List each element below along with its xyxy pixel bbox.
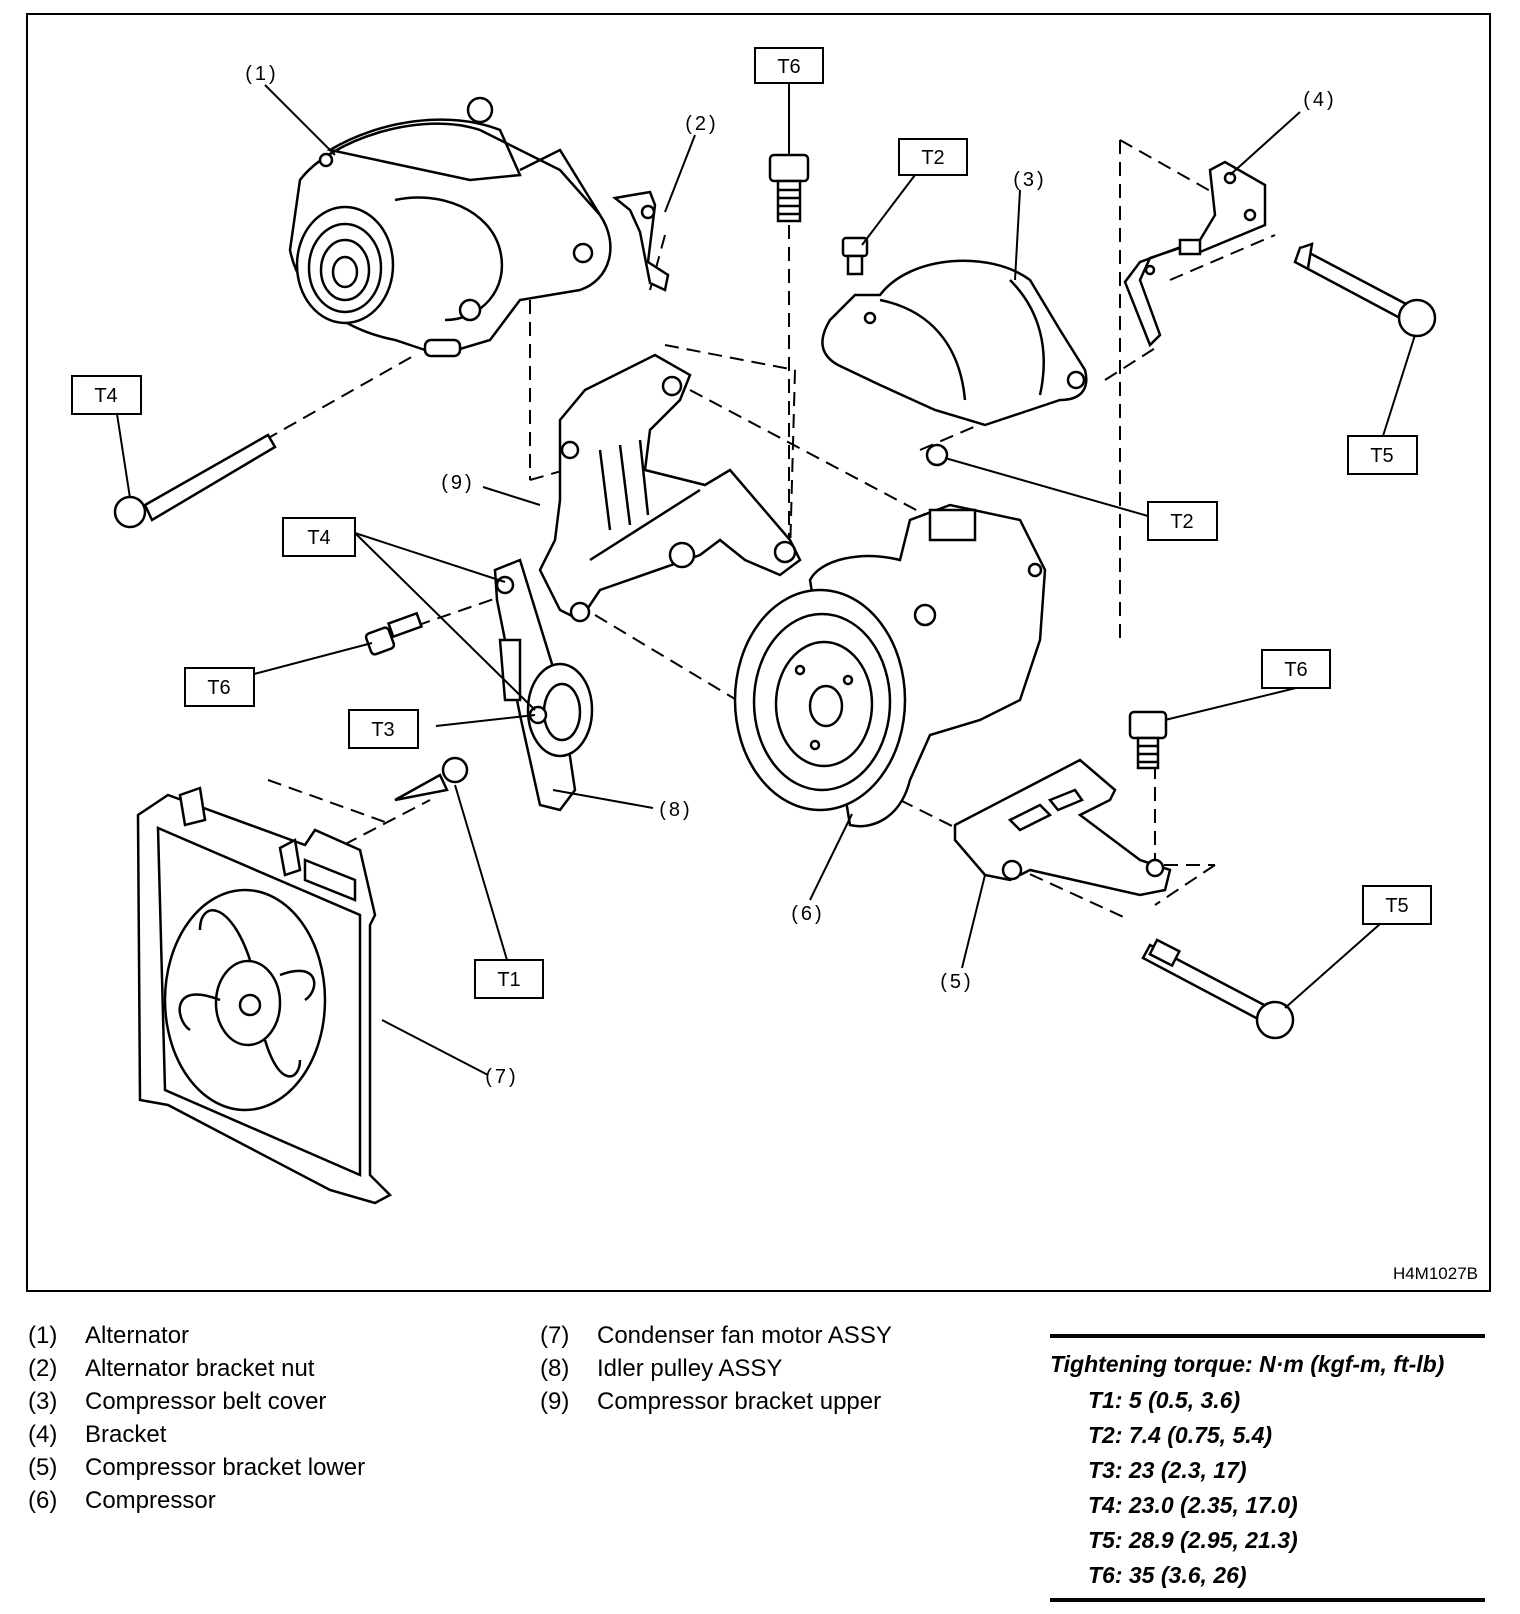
torque-value-t1: T1: 5 (0.5, 3.6) bbox=[1088, 1387, 1241, 1413]
torque-bottom-rule bbox=[1050, 1598, 1485, 1602]
tag-t5-right: T5 bbox=[1370, 445, 1393, 467]
callout-5: (5) bbox=[940, 971, 973, 993]
alternator-drawing bbox=[288, 96, 612, 358]
screw-t1 bbox=[394, 756, 469, 802]
exploded-view-diagram: T6 T2 T4 T5 T2 T4 T6 T3 T6 T1 T5 (1) (2)… bbox=[26, 13, 1491, 1292]
tag-t1: T1 bbox=[497, 969, 520, 991]
belt-cover-drawing bbox=[821, 259, 1088, 466]
callout-9: (9) bbox=[441, 472, 474, 494]
bracket-drawing bbox=[1123, 160, 1267, 348]
callout-1: (1) bbox=[245, 63, 278, 85]
legend-number: (1) bbox=[28, 1322, 58, 1349]
callout-2: (2) bbox=[685, 113, 718, 135]
legend-label: Compressor bracket upper bbox=[597, 1388, 882, 1415]
idler-pulley-drawing bbox=[493, 558, 594, 812]
legend-number: (9) bbox=[540, 1388, 570, 1415]
tag-t2-top: T2 bbox=[921, 147, 944, 169]
legend-number: (5) bbox=[28, 1454, 58, 1481]
compressor-bracket-upper-drawing bbox=[538, 353, 802, 623]
tag-t3: T3 bbox=[371, 719, 394, 741]
legend-label: Compressor bracket lower bbox=[85, 1454, 366, 1481]
tag-t2-right: T2 bbox=[1170, 511, 1193, 533]
bolt-t5-bottom bbox=[1141, 938, 1295, 1040]
bolt-t5-right bbox=[1293, 242, 1437, 338]
legend-number: (3) bbox=[28, 1388, 58, 1415]
legend-label: Alternator bbox=[85, 1322, 190, 1349]
legend-column-middle: (7) Condenser fan motor ASSY (8) Idler pul… bbox=[540, 1322, 990, 1432]
legend-number: (4) bbox=[28, 1421, 58, 1448]
figure-code: H4M1027B bbox=[1393, 1264, 1478, 1283]
tag-t6-mid: T6 bbox=[207, 677, 230, 699]
legend-number: (7) bbox=[540, 1322, 570, 1349]
legend-label: Compressor belt cover bbox=[85, 1388, 327, 1415]
bracket-nut-drawing bbox=[612, 190, 670, 292]
bolt-t4-left bbox=[113, 433, 277, 529]
torque-value-t6: T6: 35 (3.6, 26) bbox=[1088, 1562, 1247, 1588]
torque-value-t3: T3: 23 (2.3, 17) bbox=[1088, 1457, 1247, 1483]
legend-column-left: (1)Alternator (2)Alternator bracket nut … bbox=[28, 1322, 478, 1522]
callout-7: (7) bbox=[485, 1066, 518, 1088]
compressor-drawing bbox=[733, 503, 1047, 828]
torque-value-t2: T2: 7.4 (0.75, 5.4) bbox=[1088, 1422, 1273, 1448]
torque-tag-boxes bbox=[71, 47, 1432, 999]
figure-frame bbox=[26, 13, 1491, 1292]
tag-t4-left: T4 bbox=[94, 385, 117, 407]
legend-number: (2) bbox=[28, 1355, 58, 1382]
callout-3: (3) bbox=[1013, 169, 1046, 191]
torque-title: Tightening torque: N·m (kgf-m, ft-lb) bbox=[1050, 1351, 1445, 1377]
callout-4: (4) bbox=[1303, 89, 1336, 111]
bolt-t6-right bbox=[1128, 710, 1168, 770]
compressor-bracket-lower-drawing bbox=[953, 758, 1172, 897]
leader-lines bbox=[116, 83, 1416, 1076]
condenser-fan-drawing bbox=[136, 786, 393, 1205]
torque-value-t4: T4: 23.0 (2.35, 17.0) bbox=[1088, 1492, 1298, 1518]
legend-number: (8) bbox=[540, 1355, 570, 1382]
callout-6: (6) bbox=[791, 903, 824, 925]
legend-label: Compressor bbox=[85, 1487, 216, 1514]
bolt-t6-mid bbox=[364, 611, 424, 656]
bolt-t2-top bbox=[841, 236, 869, 276]
torque-top-rule bbox=[1050, 1334, 1485, 1338]
tag-t6-right: T6 bbox=[1284, 659, 1307, 681]
tag-t5-bottom: T5 bbox=[1385, 895, 1408, 917]
tag-t6-top: T6 bbox=[777, 56, 800, 78]
bolt-t6-top bbox=[768, 153, 810, 223]
nut-t2-right bbox=[925, 443, 949, 467]
tag-t4-mid: T4 bbox=[307, 527, 330, 549]
legend-label: Bracket bbox=[85, 1421, 167, 1448]
tightening-torque-table: Tightening torque: N·m (kgf-m, ft-lb) T1… bbox=[1050, 1334, 1485, 1604]
legend-label: Idler pulley ASSY bbox=[597, 1355, 783, 1382]
callout-8: (8) bbox=[659, 799, 692, 821]
legend-label: Alternator bracket nut bbox=[85, 1355, 315, 1382]
torque-value-t5: T5: 28.9 (2.95, 21.3) bbox=[1088, 1527, 1298, 1553]
legend-label: Condenser fan motor ASSY bbox=[597, 1322, 892, 1349]
legend-number: (6) bbox=[28, 1487, 58, 1514]
